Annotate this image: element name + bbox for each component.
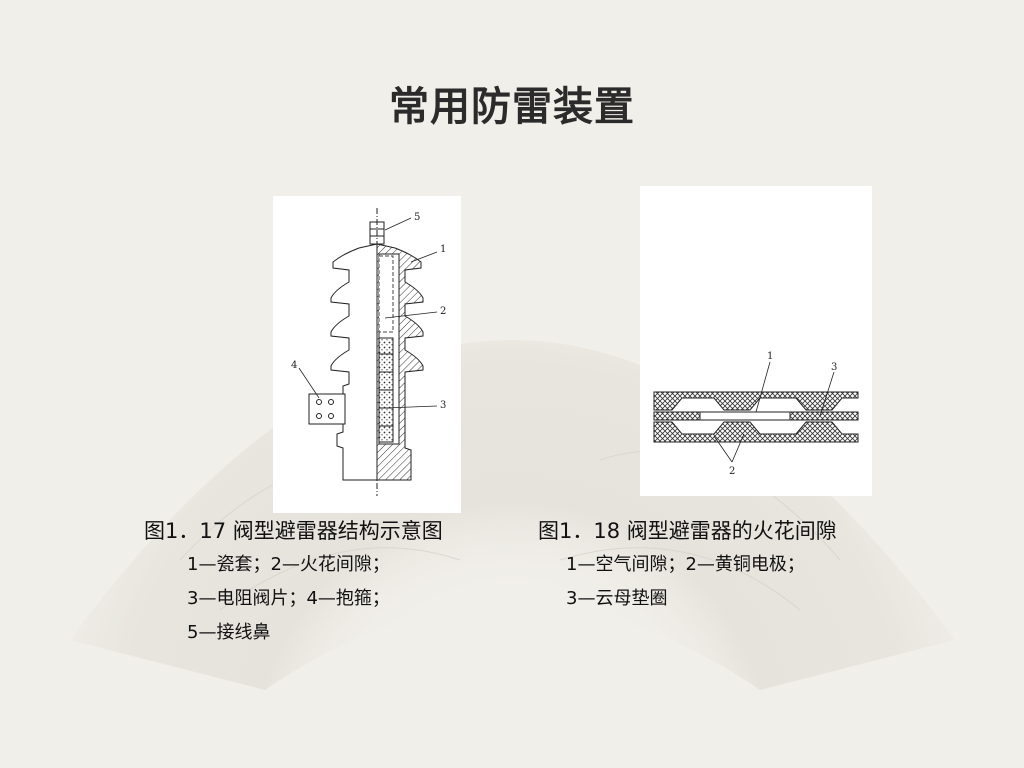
label-3: 3 [440, 400, 446, 411]
label-4: 4 [291, 360, 297, 371]
arrester-structure-drawing: 5 1 2 3 4 [291, 208, 446, 496]
figure-1-17-legend-line-3: 5—接线鼻 [187, 622, 271, 643]
arrester-structure-diagram: 5 1 2 3 4 [273, 196, 461, 513]
figure-1-17-legend-line-1: 1—瓷套；2—火花间隙； [187, 554, 390, 575]
label-3: 3 [831, 362, 837, 373]
figure-1-18-caption: 图1．18 阀型避雷器的火花间隙 [538, 519, 837, 543]
label-1: 1 [767, 351, 773, 362]
label-5: 5 [414, 212, 420, 223]
figure-1-18-legend-line-2: 3—云母垫圈 [566, 588, 668, 609]
spark-gap-diagram: 1 3 2 [640, 186, 872, 496]
figure-1-17-legend-line-2: 3—电阻阀片；4—抱箍； [187, 588, 390, 609]
label-2: 2 [729, 466, 735, 477]
page-title: 常用防雷装置 [389, 84, 635, 130]
figure-1-17-caption: 图1．17 阀型避雷器结构示意图 [144, 519, 443, 543]
figure-1-18-legend-line-1: 1—空气间隙；2—黄铜电极； [566, 554, 805, 575]
spark-gap-drawing: 1 3 2 [653, 351, 859, 477]
label-2: 2 [440, 306, 446, 317]
label-1: 1 [440, 244, 446, 255]
